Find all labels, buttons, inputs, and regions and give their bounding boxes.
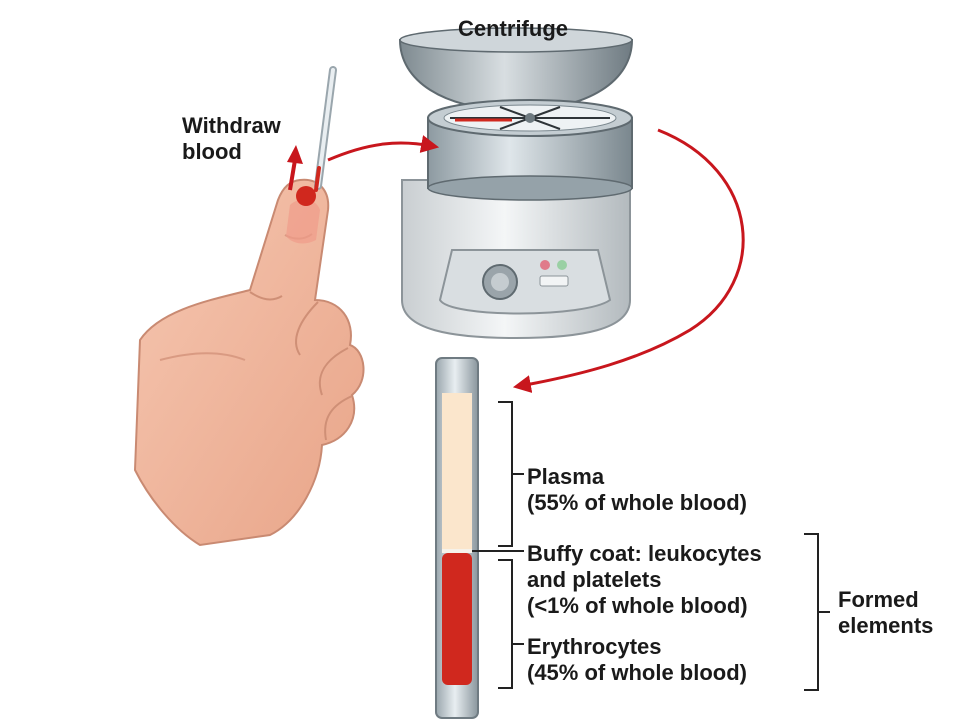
arrow-to-centrifuge	[327, 135, 440, 162]
blood-drop	[296, 186, 316, 206]
withdraw-blood-label: Withdraw blood	[182, 113, 281, 164]
plasma-layer	[442, 393, 472, 549]
capillary-tube	[314, 66, 337, 192]
arrow-to-test-tube	[512, 128, 745, 393]
test-tube	[435, 357, 479, 719]
plasma-bracket	[498, 401, 524, 547]
centrifuge-label: Centrifuge	[458, 16, 568, 41]
formed-elements-bracket	[804, 533, 830, 691]
buffy-coat-layer	[442, 549, 472, 553]
plasma-label: Plasma (55% of whole blood)	[527, 464, 747, 515]
erythrocytes-label: Erythrocytes (45% of whole blood)	[527, 634, 747, 685]
erythrocytes-bracket	[498, 559, 524, 689]
erythrocytes-layer	[442, 553, 472, 685]
buffy-coat-label: Buffy coat: leukocytes and platelets (<1…	[527, 541, 762, 618]
withdraw-up-arrow	[287, 145, 303, 191]
hand-illustration	[133, 178, 365, 547]
centrifuge-illustration	[398, 27, 634, 340]
formed-elements-label: Formed elements	[838, 587, 934, 638]
